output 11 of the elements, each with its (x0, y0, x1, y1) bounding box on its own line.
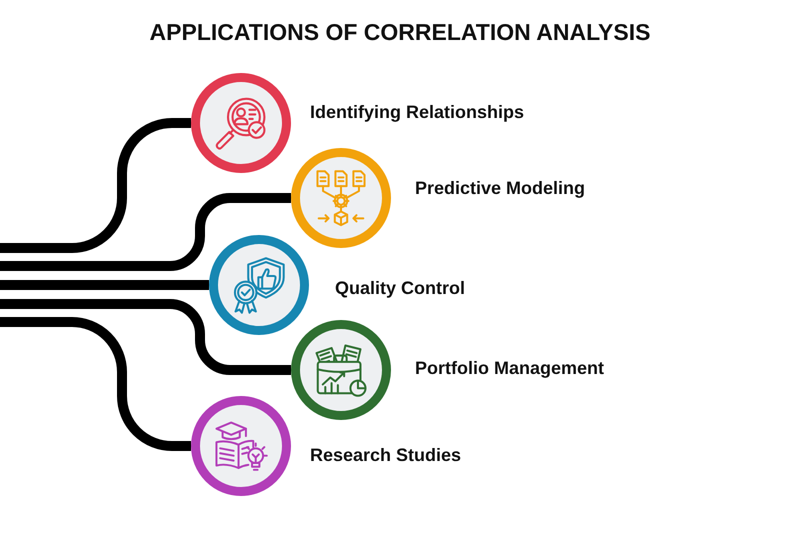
title: APPLICATIONS OF CORRELATION ANALYSIS (150, 18, 650, 47)
node-label: Predictive Modeling (415, 177, 586, 200)
connector-line (0, 193, 291, 271)
node-label: Identifying Relationships (310, 101, 524, 124)
connector-line (0, 118, 191, 253)
node-label: Research Studies (310, 444, 462, 467)
connector-line (0, 299, 291, 375)
node-label: Portfolio Management (415, 357, 604, 380)
connector-line (0, 317, 191, 451)
node-label: Quality Control (335, 277, 465, 300)
connector-line (0, 280, 209, 290)
